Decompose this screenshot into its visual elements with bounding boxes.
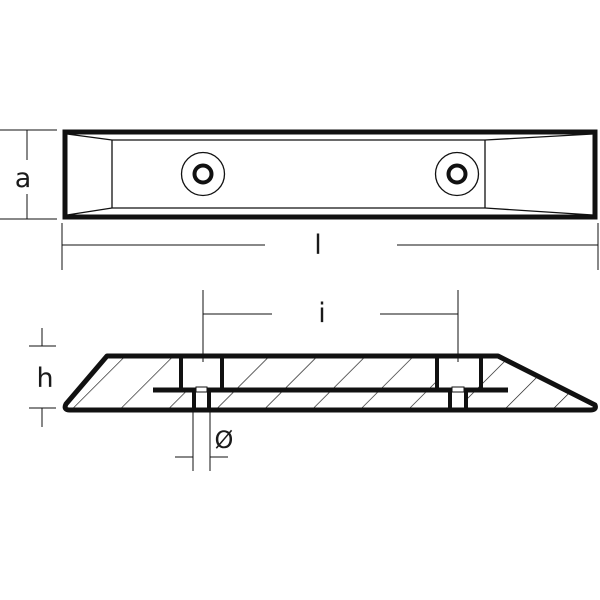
top-view-outline	[62, 129, 598, 220]
dimension-l-label: l	[314, 230, 322, 261]
dimension-diameter-label: Ø	[215, 426, 234, 454]
section-outline	[62, 353, 598, 413]
dimension-i: i	[202, 290, 459, 362]
dimension-h: h	[29, 328, 56, 427]
top-view	[62, 129, 598, 220]
mounting-hole-right	[434, 151, 480, 197]
dimension-l: l	[61, 223, 599, 270]
dimension-a: a	[0, 129, 57, 220]
dimension-h-label: h	[36, 363, 53, 394]
mounting-hole-left	[180, 151, 226, 197]
dimension-diameter: Ø	[175, 410, 233, 471]
dimension-a-label: a	[15, 163, 32, 194]
side-section-view	[62, 353, 598, 413]
dimension-i-label: i	[318, 298, 326, 329]
